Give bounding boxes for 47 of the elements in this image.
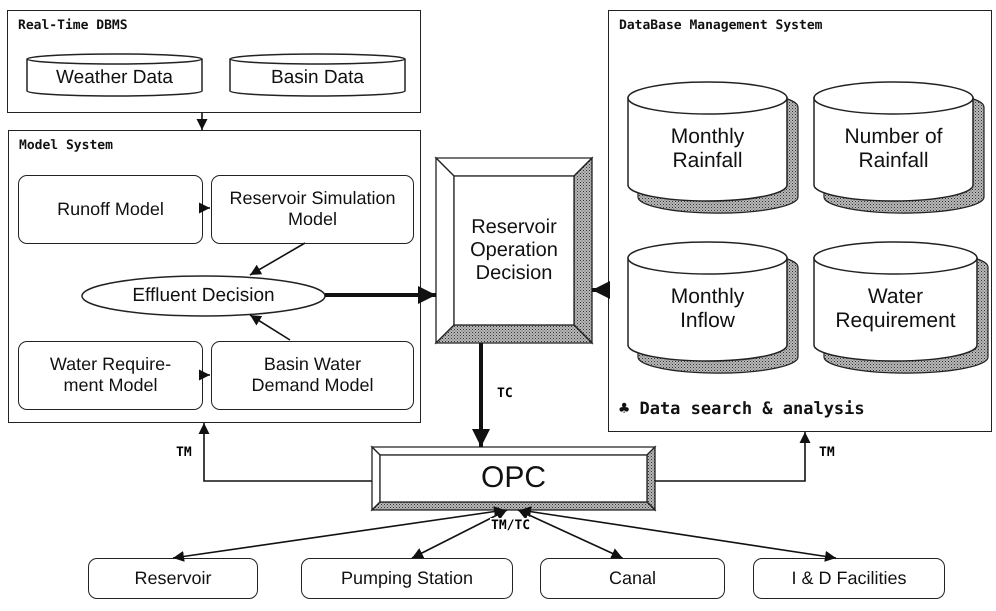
process-box bbox=[211, 341, 414, 410]
arrow bbox=[592, 281, 610, 299]
system-panel bbox=[8, 130, 421, 423]
process-box bbox=[301, 558, 513, 599]
system-panel bbox=[608, 10, 992, 432]
panel-title: Real-Time DBMS bbox=[18, 18, 128, 33]
system-panel bbox=[7, 10, 421, 113]
box-label: Water Require-ment Model bbox=[48, 354, 172, 396]
box-label: Pumping Station bbox=[340, 568, 474, 588]
process-box bbox=[18, 341, 203, 410]
arrow bbox=[172, 506, 506, 562]
arrow bbox=[198, 423, 372, 482]
cylinder-label: Weather Data bbox=[56, 67, 173, 89]
arrow bbox=[196, 113, 208, 130]
ellipse-label: Effluent Decision bbox=[132, 285, 275, 307]
box-label: Reservoir bbox=[134, 568, 212, 588]
process-box bbox=[18, 175, 203, 244]
box-label: Canal bbox=[608, 568, 656, 588]
box-label: Reservoir Simulation Model bbox=[228, 188, 397, 230]
box-label: I & D Facilities bbox=[791, 568, 907, 588]
arrow bbox=[325, 286, 436, 304]
arrow bbox=[412, 509, 508, 559]
cylinder-label: Number of Rainfall bbox=[843, 124, 944, 174]
process-box bbox=[540, 558, 725, 599]
process-box bbox=[753, 558, 945, 599]
panel-note: ♣ Data search & analysis bbox=[619, 399, 865, 419]
cylinder-label: Monthly Rainfall bbox=[670, 124, 746, 174]
arrow bbox=[472, 343, 490, 447]
panel-title: Model System bbox=[19, 138, 113, 153]
process-box bbox=[88, 558, 258, 599]
cylinder-label: Monthly Inflow bbox=[670, 284, 746, 334]
arrow bbox=[520, 506, 836, 562]
arrow bbox=[518, 509, 623, 559]
panel-title: DataBase Management System bbox=[619, 18, 822, 33]
block-label: Reservoir Operation Decision bbox=[469, 216, 559, 285]
arrow bbox=[655, 432, 810, 482]
process-box bbox=[211, 175, 414, 244]
cylinder-label: Water Requirement bbox=[834, 284, 957, 334]
arrow bbox=[199, 202, 210, 214]
arrow bbox=[250, 314, 290, 341]
block-label: OPC bbox=[480, 461, 546, 496]
signal-label: TM/TC bbox=[490, 518, 532, 533]
arrow bbox=[199, 370, 210, 380]
cylinder-label: Basin Data bbox=[271, 67, 364, 89]
box-label: Runoff Model bbox=[57, 198, 164, 220]
arrow bbox=[250, 242, 306, 276]
box-label: Basin Water Demand Model bbox=[250, 354, 375, 396]
